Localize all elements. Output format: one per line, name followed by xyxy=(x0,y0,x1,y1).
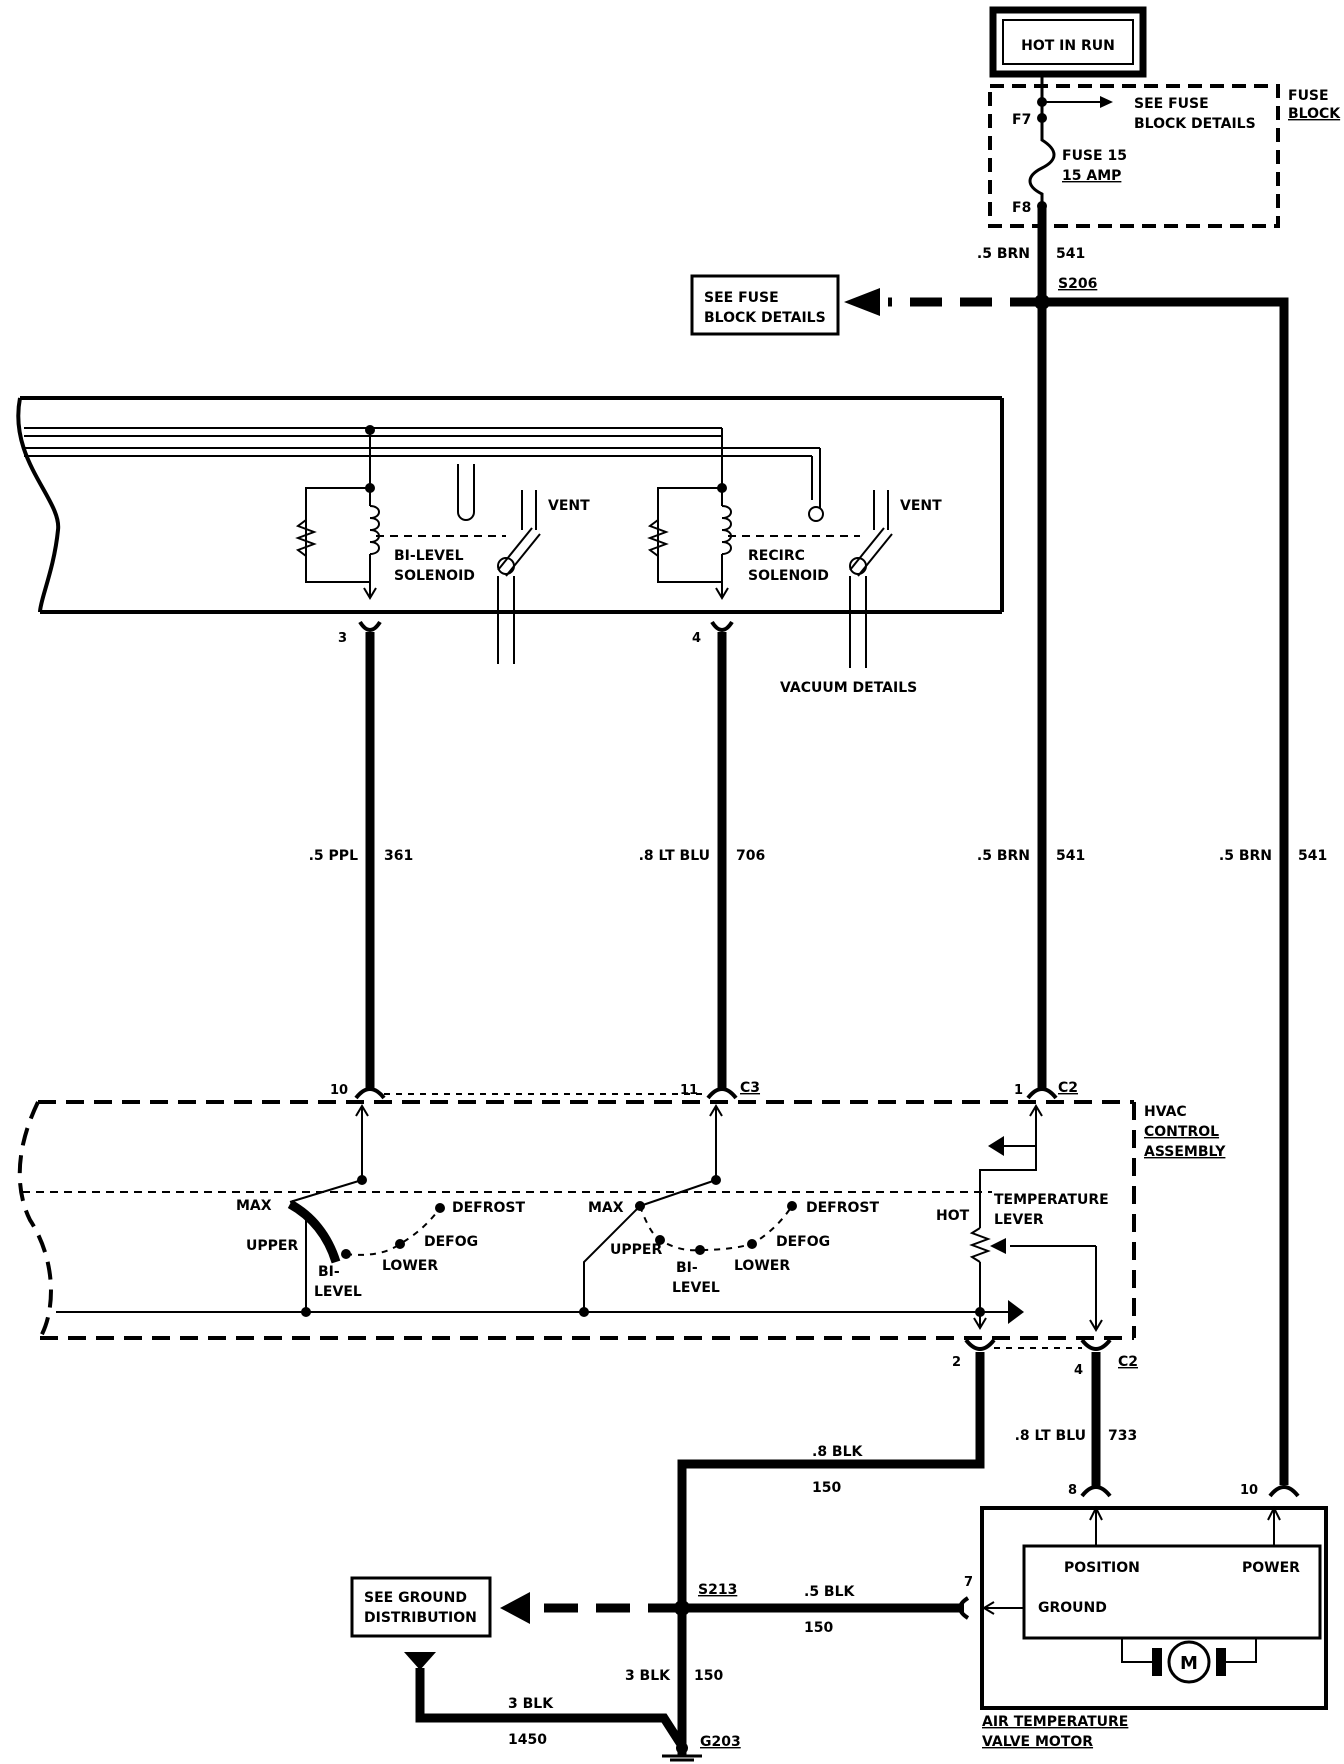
svg-text:SEE GROUND: SEE GROUND xyxy=(364,1590,467,1606)
pin-2-label: 2 xyxy=(952,1355,961,1370)
wire-150-b-circuit: 150 xyxy=(804,1620,833,1636)
sw2-bi: BI- xyxy=(676,1260,698,1276)
sw1-max: MAX xyxy=(236,1198,272,1214)
conn-c2-top-label: C2 xyxy=(1058,1080,1078,1096)
fuse-block-title-1: FUSE xyxy=(1288,88,1329,104)
hvac-title-3: ASSEMBLY xyxy=(1144,1144,1226,1160)
wire-361-circuit: 361 xyxy=(384,848,413,864)
bilevel-solenoid-label-2: SOLENOID xyxy=(394,568,475,584)
temp-lever-2: LEVER xyxy=(994,1212,1044,1228)
sw2-lower: LOWER xyxy=(734,1258,790,1274)
wire-361-gauge: .5 PPL xyxy=(309,848,358,864)
hot-in-run-label: HOT IN RUN xyxy=(1021,38,1115,54)
ground-g203-label: G203 xyxy=(700,1734,741,1750)
fuse-block-see-details-2: BLOCK DETAILS xyxy=(1134,116,1256,132)
wire-541-mid-circuit: 541 xyxy=(1056,848,1085,864)
wire-541-right-gauge: .5 BRN xyxy=(1219,848,1272,864)
motor-title-1: AIR TEMPERATURE xyxy=(982,1714,1128,1730)
pin-10-label: 10 xyxy=(330,1083,348,1098)
wire-150-a xyxy=(677,1352,985,1756)
air-temperature-valve-motor: 8 10 POSITION POWER GROUND 7 M AIR TEMPE… xyxy=(958,1483,1328,1750)
see-ground-distribution-ref: SEE GROUND DISTRIBUTION xyxy=(350,1576,492,1638)
bilevel-solenoid-label-1: BI-LEVEL xyxy=(394,548,464,564)
splice-s213-label: S213 xyxy=(698,1582,737,1598)
sw2-max: MAX xyxy=(588,1200,624,1216)
wire-150-a-circuit: 150 xyxy=(812,1480,841,1496)
vacuum-details-label: VACUUM DETAILS xyxy=(780,680,917,696)
fuse-symbol xyxy=(1028,118,1056,206)
fuse-terminal-f8: F8 xyxy=(1012,200,1031,216)
temp-lever-1: TEMPERATURE xyxy=(994,1192,1109,1208)
sw1-bi: BI- xyxy=(318,1264,340,1280)
recirc-solenoid-label-1: RECIRC xyxy=(748,548,805,564)
wire-150-c-circuit: 150 xyxy=(694,1668,723,1684)
motor-pin-8: 8 xyxy=(1068,1483,1077,1498)
fuse-block-see-details-1: SEE FUSE xyxy=(1134,96,1209,112)
sw2-defog: DEFOG xyxy=(776,1234,830,1250)
svg-text:SEE FUSE: SEE FUSE xyxy=(704,290,779,306)
pin-1-label: 1 xyxy=(1014,1083,1023,1098)
wire-733-circuit: 733 xyxy=(1108,1428,1137,1444)
wire-1450-circuit: 1450 xyxy=(508,1732,547,1748)
vent-label-2: VENT xyxy=(900,498,942,514)
wire-541-top-circuit: 541 xyxy=(1056,246,1085,262)
recirc-solenoid-label-2: SOLENOID xyxy=(748,568,829,584)
pin-4-label: 4 xyxy=(692,631,701,646)
motor-power-label: POWER xyxy=(1242,1560,1300,1576)
wire-541-right-circuit: 541 xyxy=(1298,848,1327,864)
fuse-block-title-2: BLOCK xyxy=(1288,106,1341,122)
sw2-defrost: DEFROST xyxy=(806,1200,880,1216)
wire-733-gauge: .8 LT BLU xyxy=(1015,1428,1086,1444)
pin-3-label: 3 xyxy=(338,631,347,646)
hvac-title-1: HVAC xyxy=(1144,1104,1187,1120)
wire-1450-gauge: 3 BLK xyxy=(508,1696,554,1712)
wire-150-b-gauge: .5 BLK xyxy=(804,1584,856,1600)
motor-ground-label: GROUND xyxy=(1038,1600,1107,1616)
hvac-control-assembly: HVAC CONTROL ASSEMBLY 10 11 C3 1 C2 MAX … xyxy=(17,1080,1226,1378)
sw2-upper: UPPER xyxy=(610,1242,662,1258)
fuse-name: FUSE 15 xyxy=(1062,148,1127,164)
fuse-terminal-f7: F7 xyxy=(1012,112,1031,128)
wire-541-right xyxy=(1042,297,1289,1485)
pin-4-bottom-label: 4 xyxy=(1074,1363,1083,1378)
vacuum-solenoid-assembly: BI-LEVEL SOLENOID VENT RECIRC SOLENOID V… xyxy=(16,396,1004,668)
wire-150-a-gauge: .8 BLK xyxy=(812,1444,864,1460)
motor-title-2: VALVE MOTOR xyxy=(982,1734,1093,1750)
sw1-defog: DEFOG xyxy=(424,1234,478,1250)
wire-541-top-gauge: .5 BRN xyxy=(977,246,1030,262)
motor-position-label: POSITION xyxy=(1064,1560,1140,1576)
vent-label-1: VENT xyxy=(548,498,590,514)
fuse-rating: 15 AMP xyxy=(1062,168,1121,184)
see-fuse-block-details-ref: SEE FUSE BLOCK DETAILS xyxy=(690,274,840,336)
sw1-level: LEVEL xyxy=(314,1284,362,1300)
svg-text:DISTRIBUTION: DISTRIBUTION xyxy=(364,1610,477,1626)
splice-s206-label: S206 xyxy=(1058,276,1097,292)
sw1-lower: LOWER xyxy=(382,1258,438,1274)
motor-symbol-label: M xyxy=(1180,1653,1198,1674)
hvac-title-2: CONTROL xyxy=(1144,1124,1219,1140)
sw1-upper: UPPER xyxy=(246,1238,298,1254)
conn-c3-label: C3 xyxy=(740,1080,760,1096)
motor-pin-10: 10 xyxy=(1240,1483,1258,1498)
wire-706-circuit: 706 xyxy=(736,848,765,864)
wire-541-mid-gauge: .5 BRN xyxy=(977,848,1030,864)
fuse-block: FUSE BLOCK SEE FUSE BLOCK DETAILS F7 FUS… xyxy=(988,74,1341,228)
conn-c2-bottom-label: C2 xyxy=(1118,1354,1138,1370)
motor-symbol xyxy=(1167,1640,1211,1684)
hot-label: HOT xyxy=(936,1208,970,1224)
motor-pin-7: 7 xyxy=(964,1575,973,1590)
wire-1450 xyxy=(415,1668,686,1749)
pin-11-label: 11 xyxy=(680,1083,698,1098)
sw1-defrost: DEFROST xyxy=(452,1200,526,1216)
sw2-level: LEVEL xyxy=(672,1280,720,1296)
hot-in-run-box: HOT IN RUN xyxy=(989,6,1147,78)
wire-150-c-gauge: 3 BLK xyxy=(625,1668,671,1684)
svg-text:BLOCK DETAILS: BLOCK DETAILS xyxy=(704,310,826,326)
wire-706-gauge: .8 LT BLU xyxy=(639,848,710,864)
